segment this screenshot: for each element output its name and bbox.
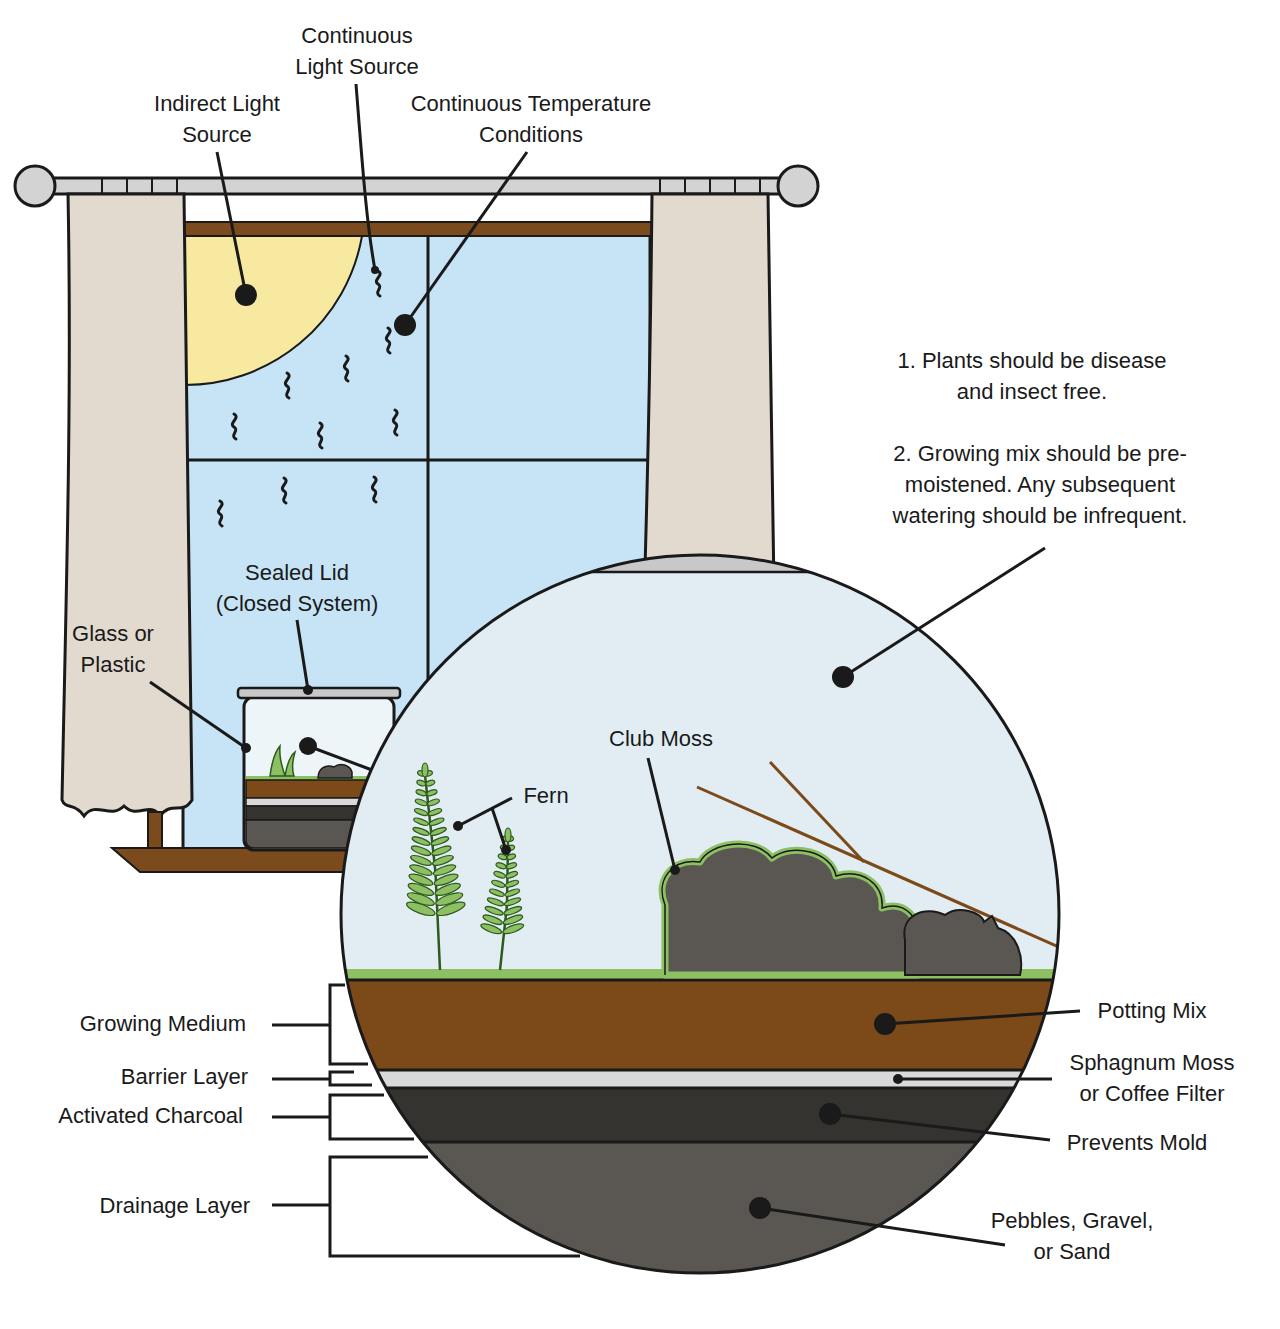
fern-leaflet [489, 888, 505, 898]
fern-leaflet [484, 905, 504, 917]
fern-leaflet [429, 826, 447, 837]
fern-leaflet [425, 779, 435, 787]
left-curtain [62, 194, 192, 816]
material-label: Sphagnum Moss or Coffee Filter [1067, 1047, 1237, 1109]
fern-leaflet [506, 862, 518, 870]
light-label: Continuous Light Source [282, 20, 432, 82]
material-label: Potting Mix [1098, 995, 1207, 1026]
fern-leaflet [410, 844, 431, 857]
fern-tip [505, 828, 511, 842]
fern-plants [405, 763, 525, 970]
temperature-label: Continuous Temperature Conditions [401, 88, 661, 150]
fern-leaflet [504, 888, 520, 898]
lid-label: Sealed Lid (Closed System) [212, 557, 382, 619]
fern-leaflet [428, 807, 443, 816]
magnified-view [330, 550, 1070, 1282]
material-label: Pebbles, Gravel, or Sand [985, 1205, 1160, 1267]
fern-leaflet [411, 835, 431, 847]
material-label: Prevents Mold [1067, 1127, 1208, 1158]
fern-leaflet [416, 779, 426, 787]
note-text: 2. Growing mix should be pre-moistened. … [870, 438, 1210, 531]
fern-leaflet [413, 817, 429, 827]
layer-label: Drainage Layer [100, 1190, 250, 1221]
club-moss-rocks [662, 844, 1021, 975]
fern-leaflet [414, 807, 429, 816]
sill-post [148, 812, 162, 850]
fern-leaflet [415, 789, 427, 797]
layer-brackets [272, 985, 580, 1256]
sun [183, 236, 362, 385]
fern-leaflet [493, 870, 506, 879]
fern-leaflet [503, 905, 523, 917]
leader-dots [235, 266, 903, 1219]
fern-leaflet [431, 844, 452, 857]
plant-label: Fern [523, 780, 568, 811]
fern-leaflet [487, 896, 505, 907]
fern-leaflet [505, 870, 518, 879]
fern-tip [422, 763, 428, 777]
fern-leaflet [495, 862, 507, 870]
layer-label: Growing Medium [80, 1008, 246, 1039]
plant-label: Club Moss [609, 723, 713, 754]
light-label: Indirect Light Source [147, 88, 287, 150]
fern-leaflet [415, 798, 428, 807]
layer-label: Barrier Layer [121, 1061, 248, 1092]
fern-leaflet [430, 835, 450, 847]
fern-leaflet [427, 798, 440, 807]
heat-squiggles [218, 271, 397, 526]
layer-label: Activated Charcoal [58, 1100, 243, 1131]
fern-leaflet [504, 896, 522, 907]
leader-lines [150, 84, 1080, 1245]
fern-leaflet [491, 879, 506, 888]
fern-leaflet [505, 879, 520, 888]
fern-leaflet [412, 826, 430, 837]
note-text: 1. Plants should be disease and insect f… [882, 345, 1182, 407]
fern-leaflet [426, 789, 438, 797]
fern-leaflet [428, 817, 444, 827]
container-label: Glass or Plastic [58, 618, 168, 680]
